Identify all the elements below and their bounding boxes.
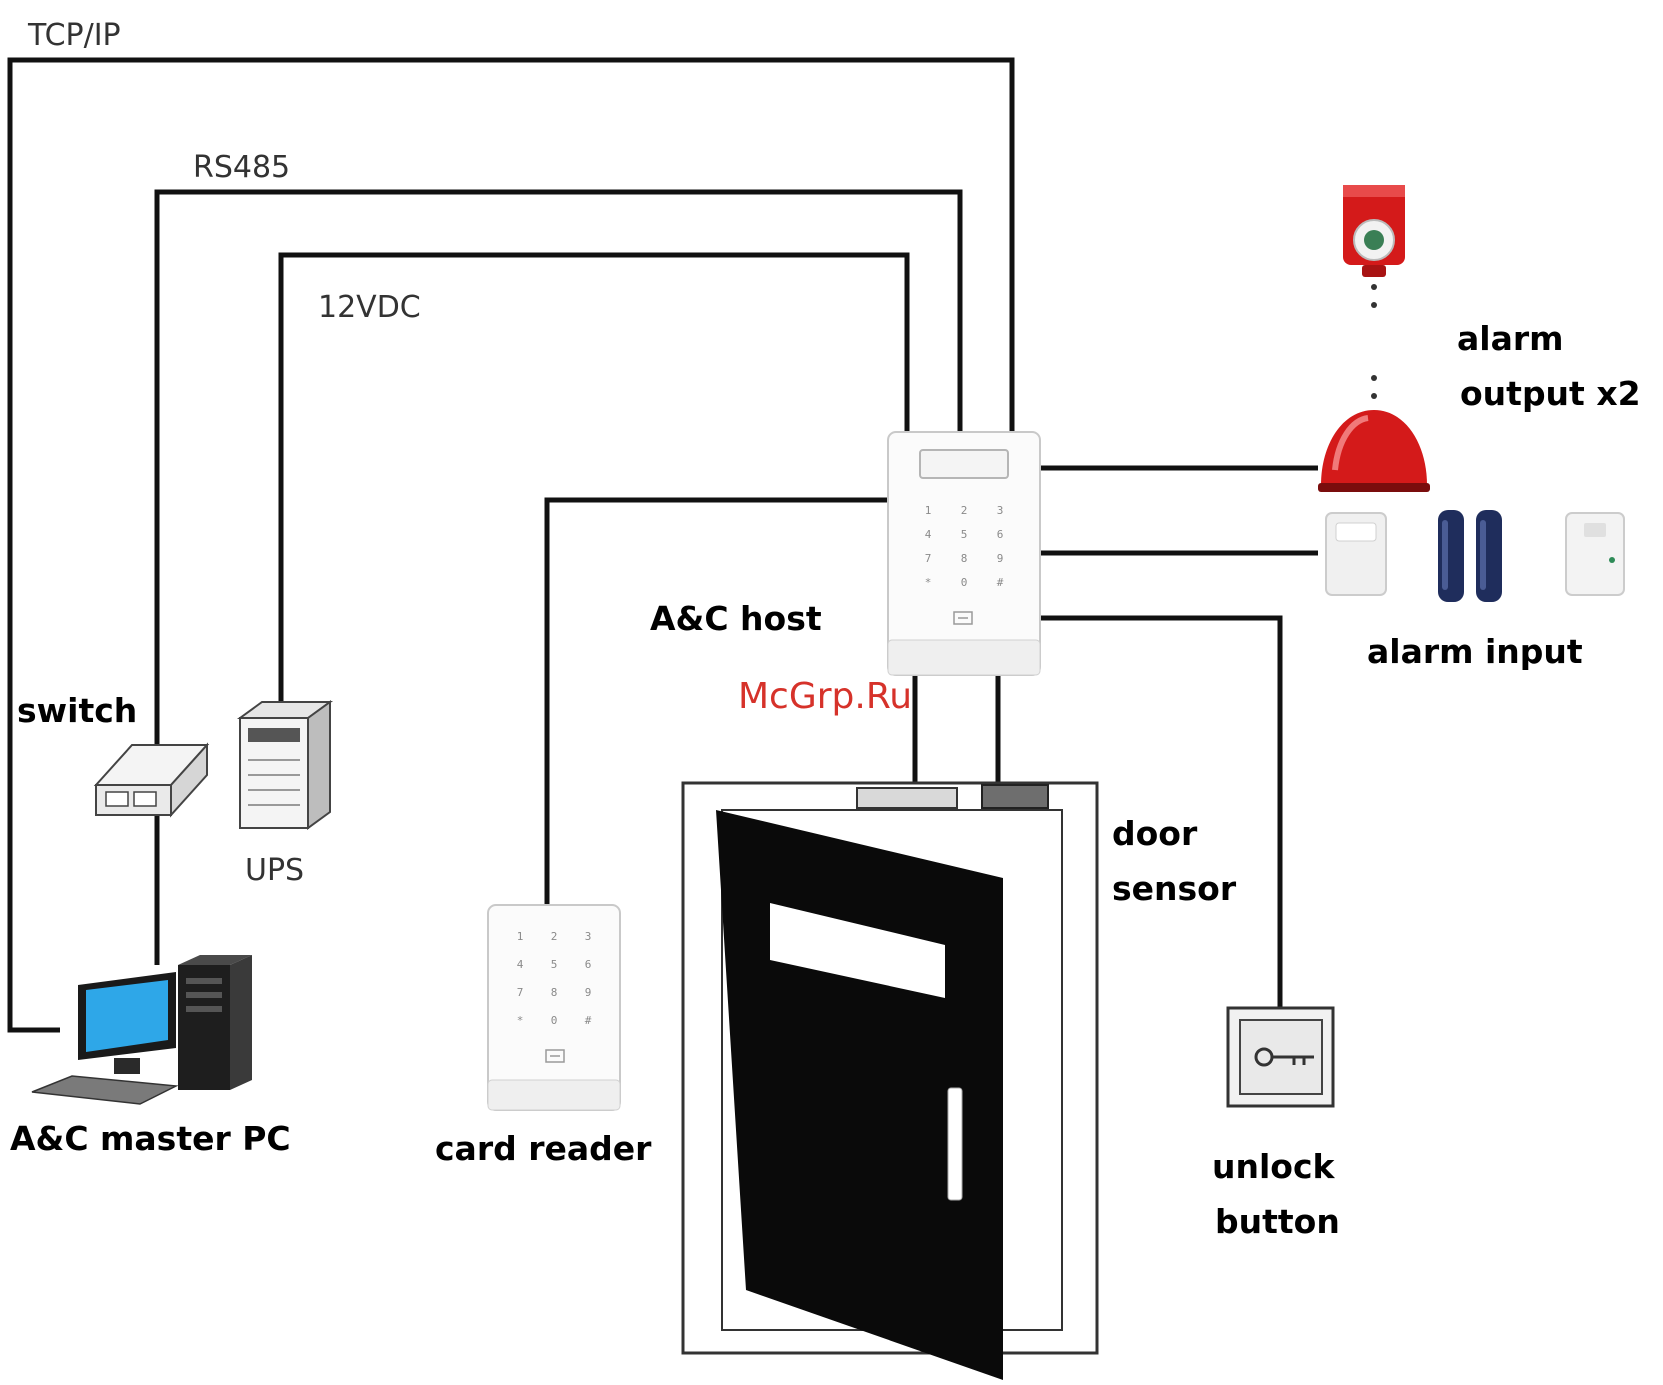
host-key: 2 [961,504,968,517]
power-label: 12VDC [318,290,421,325]
master-pc-label: A&C master PC [10,1119,291,1158]
rs485-label: RS485 [193,150,290,185]
unlock-button-label-line1: unlock [1212,1147,1336,1186]
ac-host-device: 1 2 3 4 5 6 7 8 9 * 0 # [888,432,1040,675]
pc-screen [86,980,168,1052]
beacon-light-icon [1318,375,1430,492]
rs485-wire [157,192,960,745]
ups-icon [240,702,330,828]
smoke-detector-icon [1566,513,1624,595]
reader-key: 7 [517,986,524,999]
pir-detector-icon [1326,513,1386,595]
door-handle [948,1088,962,1200]
host-key: # [997,576,1004,589]
reader-key: 4 [517,958,524,971]
door-assembly [683,783,1097,1380]
reader-key: # [585,1014,592,1027]
reader-key: 3 [585,930,592,943]
alarm-output-label-line2: output x2 [1460,374,1641,413]
tcpip-label: TCP/IP [27,18,121,53]
host-key: 7 [925,552,932,565]
host-key: 5 [961,528,968,541]
electric-lock [857,788,957,808]
host-key: 1 [925,504,932,517]
alarm-output-label-line1: alarm [1457,319,1564,358]
host-key: * [925,576,932,589]
host-label: A&C host [650,599,822,638]
ups-label: UPS [245,853,304,888]
pc-keyboard [32,1076,176,1104]
card-reader-label: card reader [435,1129,652,1168]
alarm-input-label: alarm input [1367,632,1583,671]
host-key: 0 [961,576,968,589]
host-key: 4 [925,528,932,541]
reader-key: 6 [585,958,592,971]
unlock-button-label-line2: button [1215,1202,1340,1241]
host-key: 9 [997,552,1004,565]
reader-key: * [517,1014,524,1027]
strobe-siren-icon [1343,185,1405,308]
door-sensor-label-line1: door [1112,814,1198,853]
host-key: 6 [997,528,1004,541]
host-display [920,450,1008,478]
beam-detector-icon [1438,510,1502,602]
network-switch-icon [96,745,207,815]
reader-key: 9 [585,986,592,999]
card-reader-device: 1 2 3 4 5 6 7 8 9 * 0 # [488,905,620,1110]
reader-key: 0 [551,1014,558,1027]
reader-key: 8 [551,986,558,999]
host-key: 3 [997,504,1004,517]
master-pc-icon [32,955,252,1104]
host-key: 8 [961,552,968,565]
reader-key: 2 [551,930,558,943]
door-sensor-magnet [982,785,1048,808]
reader-key: 5 [551,958,558,971]
reader-key: 1 [517,930,524,943]
unlock-button-device [1228,1008,1333,1106]
watermark: McGrp.Ru [738,676,912,717]
switch-label: switch [17,691,137,730]
door-sensor-label-line2: sensor [1112,869,1237,908]
